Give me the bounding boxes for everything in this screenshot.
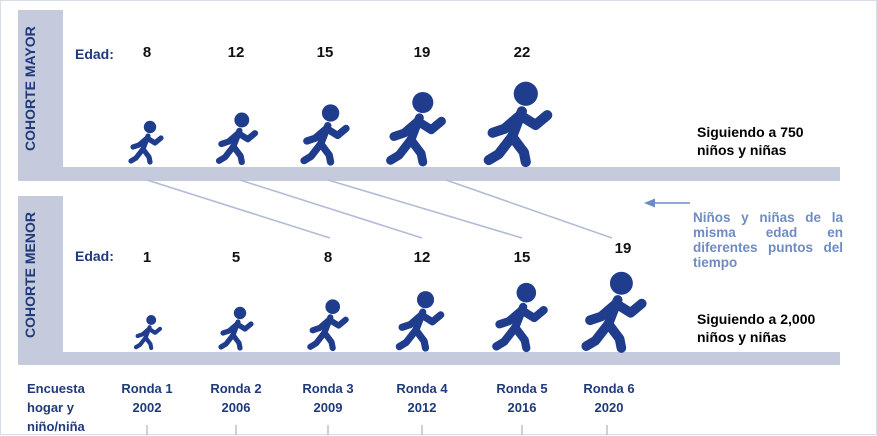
older-cohort-label: COHORTE MAYOR	[22, 26, 38, 152]
round-name: Ronda 4	[396, 381, 448, 396]
round-name: Ronda 6	[583, 381, 635, 396]
same-age-connector	[327, 179, 523, 239]
younger-following-line: Siguiendo a 2,000	[697, 311, 816, 327]
note-arrow-head	[644, 198, 655, 208]
child-figure-icon	[300, 104, 350, 166]
survey-label-line: hogar y	[27, 400, 74, 415]
survey-label: Encuesta hogar y niño/niña	[27, 379, 85, 436]
older-age: 15	[316, 44, 334, 61]
round-year: 2006	[221, 400, 251, 415]
younger-age: 12	[413, 249, 431, 266]
round-name: Ronda 3	[302, 381, 354, 396]
child-figure-icon	[128, 120, 164, 165]
round-name: Ronda 5	[496, 381, 548, 396]
child-figure-icon	[307, 299, 349, 352]
older-age: 8	[142, 44, 152, 61]
older-following-line: niños y niñas	[697, 142, 787, 158]
younger-age: 1	[142, 249, 152, 266]
older-cohort-sidebar	[18, 10, 63, 173]
round-year: 2020	[594, 400, 624, 415]
younger-age: 19	[614, 240, 632, 257]
same-age-note: Niños y niñas de la misma edad en difere…	[693, 210, 843, 270]
younger-cohort-label: COHORTE MENOR	[22, 212, 38, 338]
child-figure-icon	[492, 282, 548, 353]
older-following-line: Siguiendo a 750	[697, 124, 804, 140]
older-age: 12	[227, 44, 245, 61]
round-label: Ronda 5 2016	[487, 379, 557, 417]
younger-age: 15	[513, 249, 531, 266]
round-year: 2012	[407, 400, 437, 415]
younger-edad-label: Edad:	[75, 248, 114, 264]
round-name: Ronda 2	[210, 381, 262, 396]
younger-following-line: niños y niñas	[697, 329, 787, 345]
survey-label-line: niño/niña	[27, 419, 85, 434]
child-figure-icon	[215, 112, 259, 166]
child-figure-icon	[133, 315, 163, 351]
child-figure-icon	[386, 91, 446, 167]
child-figure-icon	[581, 271, 647, 353]
older-age: 22	[513, 44, 531, 61]
younger-following-text: Siguiendo a 2,000 niños y niñas	[697, 310, 815, 346]
child-figure-icon	[218, 306, 254, 351]
round-year: 2016	[507, 400, 537, 415]
same-age-connector	[445, 179, 613, 239]
older-age: 19	[413, 44, 431, 61]
round-year: 2009	[313, 400, 343, 415]
round-label: Ronda 2 2006	[201, 379, 271, 417]
round-year: 2002	[132, 400, 162, 415]
child-figure-icon	[483, 81, 553, 168]
same-age-connector	[239, 179, 423, 239]
survey-label-line: Encuesta	[27, 381, 85, 396]
round-label: Ronda 6 2020	[574, 379, 644, 417]
round-name: Ronda 1	[121, 381, 173, 396]
same-age-connector	[146, 179, 331, 239]
older-cohort-band	[18, 167, 840, 181]
round-label: Ronda 3 2009	[293, 379, 363, 417]
child-figure-icon	[395, 291, 445, 352]
older-following-text: Siguiendo a 750 niños y niñas	[697, 123, 804, 159]
round-label: Ronda 1 2002	[112, 379, 182, 417]
round-label: Ronda 4 2012	[387, 379, 457, 417]
younger-cohort-band	[18, 352, 840, 365]
younger-cohort-sidebar	[18, 196, 63, 361]
younger-age: 5	[231, 249, 241, 266]
younger-age: 8	[323, 249, 333, 266]
older-edad-label: Edad:	[75, 46, 114, 62]
